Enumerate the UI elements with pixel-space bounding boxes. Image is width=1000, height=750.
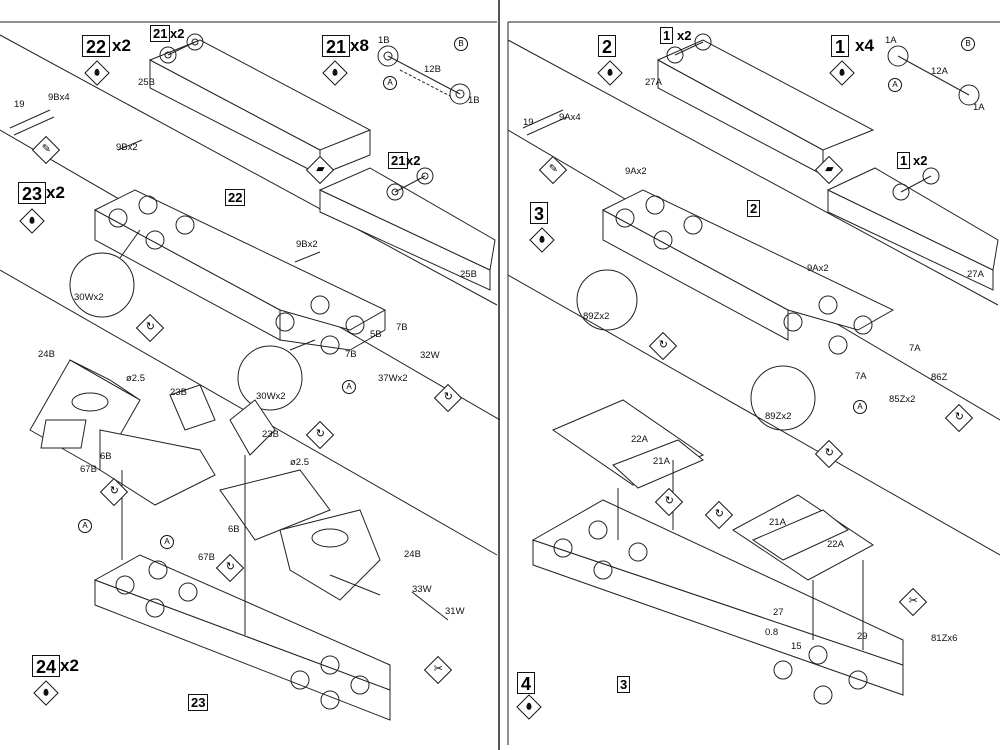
label-67b: 67B xyxy=(80,464,97,475)
label-7a: 7A xyxy=(909,343,921,354)
label-1a: 1A xyxy=(973,102,985,113)
label-33w: 33W xyxy=(412,584,432,595)
part-21-qty-x8: x8 xyxy=(350,36,369,55)
left-diagram-lines xyxy=(0,21,500,721)
label-23b: 23B xyxy=(262,429,279,440)
callout-a: A xyxy=(853,400,867,414)
part-21-qty-b: x2 xyxy=(406,153,421,168)
step-3-number: 3 xyxy=(530,202,549,224)
label-22a: 22A xyxy=(827,539,844,550)
label-diameter: ø2.5 xyxy=(126,373,146,384)
step-24-qty: x2 xyxy=(60,656,79,675)
label-6b: 6B xyxy=(100,451,112,462)
step-24-number: 24 xyxy=(32,655,61,677)
label-diameter: ø2.5 xyxy=(290,457,310,468)
callout-a: A xyxy=(383,76,397,90)
label-31w: 31W xyxy=(445,606,465,617)
label-37wx2: 37Wx2 xyxy=(378,373,408,384)
label-7a: 7A xyxy=(855,371,867,382)
label-27a: 27A xyxy=(967,269,984,280)
label-12b: 12B xyxy=(424,64,441,75)
part-21-number-x8: 21 xyxy=(322,35,351,57)
label-19: 19 xyxy=(14,99,25,110)
label-part-23: 23 xyxy=(188,694,209,711)
step-22-qty: x2 xyxy=(112,36,131,55)
label-7b: 7B xyxy=(345,349,357,360)
label-89zx2: 89Zx2 xyxy=(583,311,610,322)
label-25b: 25B xyxy=(460,269,477,280)
label-0-8: 0.8 xyxy=(765,627,779,638)
label-81zx6: 81Zx6 xyxy=(931,633,958,644)
step-4-number: 4 xyxy=(517,672,536,694)
label-24b: 24B xyxy=(38,349,55,360)
label-30wx2: 30Wx2 xyxy=(256,391,286,402)
label-85zx2: 85Zx2 xyxy=(889,394,916,405)
label-1b: 1B xyxy=(378,35,390,46)
part-1-number-x4: 1 xyxy=(831,35,850,57)
label-25b: 25B xyxy=(138,77,155,88)
label-22a: 22A xyxy=(631,434,648,445)
label-9bx4: 9Bx4 xyxy=(48,92,70,103)
label-24b: 24B xyxy=(404,549,421,560)
label-23b: 23B xyxy=(170,387,187,398)
label-89zx2: 89Zx2 xyxy=(765,411,792,422)
label-86z: 86Z xyxy=(931,372,948,383)
label-15: 15 xyxy=(791,641,802,652)
label-part-22: 22 xyxy=(225,189,246,206)
callout-a: A xyxy=(160,535,174,549)
label-21a: 21A xyxy=(769,517,786,528)
label-9ax2: 9Ax2 xyxy=(625,166,647,177)
callout-b: B xyxy=(961,37,975,51)
label-part-3: 3 xyxy=(617,676,631,693)
part-21-number: 21 xyxy=(150,25,171,42)
instruction-panel-right: 2 3 4 1 x2 1 x4 1 x2 27A 27A 1A 1A 12A 1… xyxy=(503,0,1000,750)
part-1-qty-x4: x4 xyxy=(855,36,874,55)
label-21a: 21A xyxy=(653,456,670,467)
label-9bx2: 9Bx2 xyxy=(296,239,318,250)
callout-b: B xyxy=(454,37,468,51)
label-29: 29 xyxy=(857,631,868,642)
part-1-number-b: 1 xyxy=(897,152,911,169)
label-9bx2: 9Bx2 xyxy=(116,142,138,153)
part-1-qty-b: x2 xyxy=(913,153,928,168)
label-9ax2: 9Ax2 xyxy=(807,263,829,274)
callout-a: A xyxy=(888,78,902,92)
label-27: 27 xyxy=(773,607,784,618)
label-27a: 27A xyxy=(645,77,662,88)
label-part-2: 2 xyxy=(747,200,761,217)
label-12a: 12A xyxy=(931,66,948,77)
label-9ax4: 9Ax4 xyxy=(559,112,581,123)
part-21-number-b: 21 xyxy=(388,152,409,169)
step-22-number: 22 xyxy=(82,35,111,57)
label-6b: 6B xyxy=(228,524,240,535)
label-19: 19 xyxy=(523,117,534,128)
step-23-number: 23 xyxy=(18,182,47,204)
instruction-panel-left: 22 x2 23 x2 24 x2 21 x2 21 x8 21 x2 25B … xyxy=(0,0,500,750)
label-5b: 5B xyxy=(370,329,382,340)
label-1b: 1B xyxy=(468,95,480,106)
label-1a: 1A xyxy=(885,35,897,46)
label-7b: 7B xyxy=(396,322,408,333)
part-1-number: 1 xyxy=(660,27,674,44)
part-21-qty: x2 xyxy=(170,26,185,41)
label-30wx2: 30Wx2 xyxy=(74,292,104,303)
right-diagram-lines xyxy=(507,21,1000,745)
step-2-number: 2 xyxy=(598,35,617,57)
callout-a: A xyxy=(342,380,356,394)
part-1-qty: x2 xyxy=(677,28,692,43)
step-23-qty: x2 xyxy=(46,183,65,202)
label-67b: 67B xyxy=(198,552,215,563)
label-32w: 32W xyxy=(420,350,440,361)
callout-a: A xyxy=(78,519,92,533)
